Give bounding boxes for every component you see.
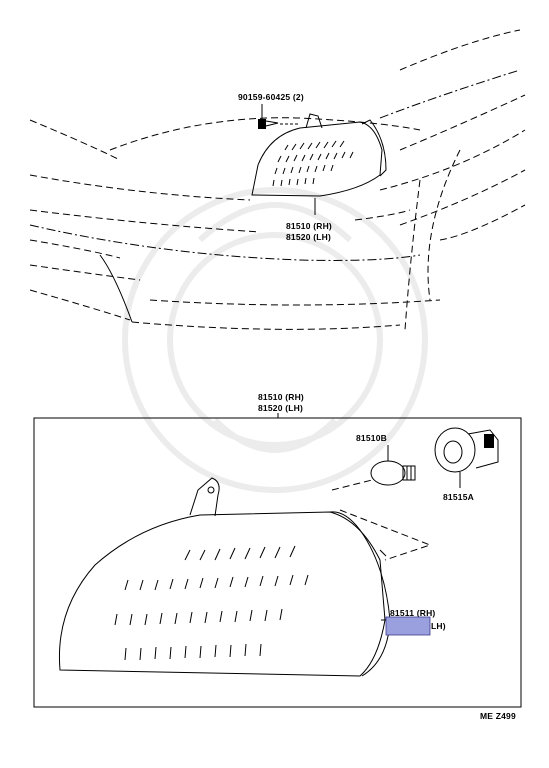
lens-lh-label: LH) (431, 621, 446, 631)
watermark-emblem (122, 187, 428, 493)
socket-icon (434, 427, 499, 488)
car-body-outline (29, 29, 526, 331)
lamp-box-rh-label: 81510 (RH) (258, 392, 304, 402)
diagram-code: ME Z499 (480, 711, 516, 721)
assembly-guide-lines (331, 479, 432, 561)
socket-label: 81515A (443, 492, 474, 502)
lamp-top-rh-label: 81510 (RH) (286, 221, 332, 231)
bulb-label: 81510B (356, 433, 387, 443)
screw-icon (258, 119, 300, 129)
screw-label: 90159-60425 (2) (238, 92, 304, 102)
exploded-view-frame (33, 417, 522, 708)
lens-rh-label: 81511 (RH) (390, 608, 435, 618)
lamp-box-lh-label: 81520 (LH) (258, 403, 303, 413)
lamp-top-lh-label: 81520 (LH) (286, 232, 331, 242)
turn-signal-lamp-assembly (58, 477, 391, 677)
turn-signal-lamp-top (251, 113, 387, 197)
bulb-icon (370, 445, 416, 486)
lens-part-highlight[interactable] (385, 616, 431, 636)
